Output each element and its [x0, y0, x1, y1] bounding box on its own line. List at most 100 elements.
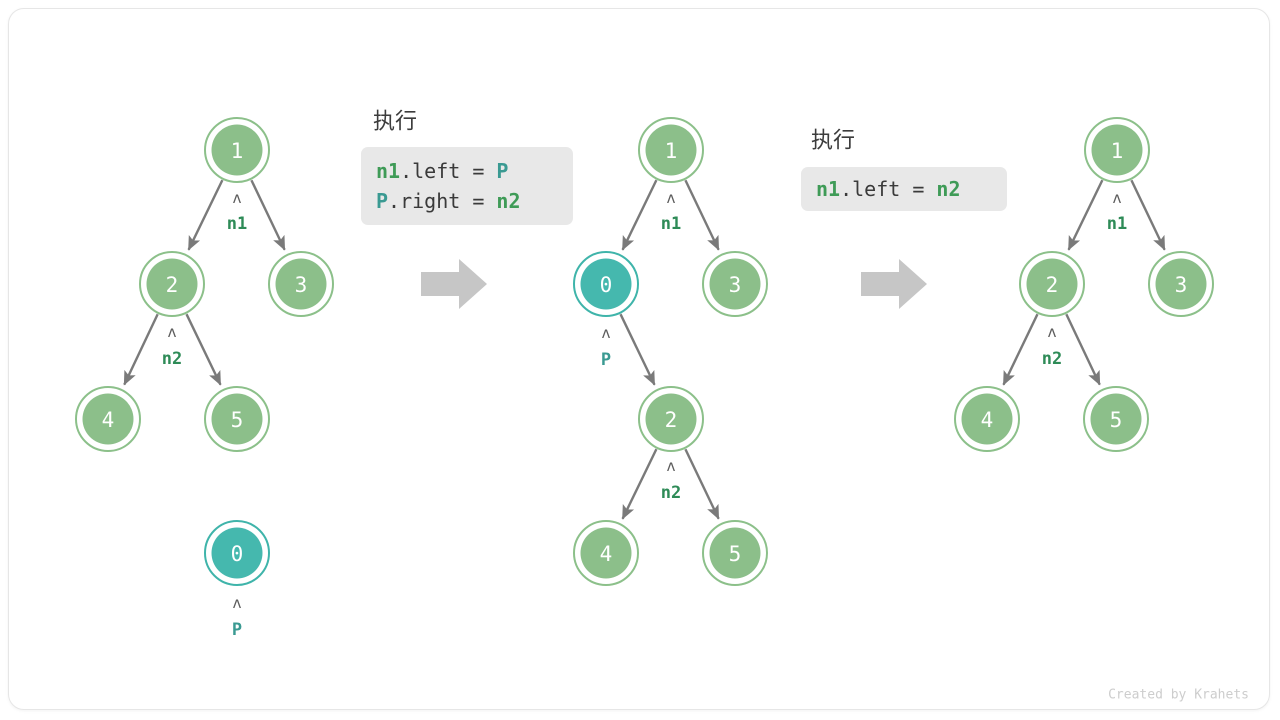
tree-edge: [1130, 179, 1166, 251]
tree-edge: [1002, 313, 1039, 386]
tree-node-2[interactable]: 2: [638, 386, 704, 452]
node-value: 4: [981, 408, 994, 432]
node-circle: [645, 393, 697, 445]
tree-node-0[interactable]: 0: [573, 251, 639, 317]
pointer-label-text: n2: [162, 349, 182, 369]
node-value: 5: [1110, 408, 1123, 432]
node-outer-ring: [204, 386, 270, 452]
tree-node-1[interactable]: 1: [1084, 117, 1150, 183]
tree-node-3[interactable]: 3: [1148, 251, 1214, 317]
tree-node-1[interactable]: 1: [638, 117, 704, 183]
node-value: 5: [729, 542, 742, 566]
pointer-p: ʌP: [601, 324, 611, 370]
node-value: 2: [1046, 273, 1059, 297]
step-transition-arrows-layer: [421, 259, 927, 309]
code-token: n2: [496, 189, 520, 213]
node-value: 2: [665, 408, 678, 432]
pointer-n2: ʌn2: [661, 457, 681, 503]
tree-edge: [185, 313, 222, 386]
node-outer-ring: [573, 520, 639, 586]
code-token: .left =: [840, 177, 936, 201]
caret-up-icon: ʌ: [666, 189, 675, 207]
node-circle: [709, 258, 761, 310]
code-token: P: [376, 189, 388, 213]
node-value: 1: [665, 139, 678, 163]
node-circle: [211, 527, 263, 579]
tree-node-2[interactable]: 2: [139, 251, 205, 317]
tree-node-5[interactable]: 5: [204, 386, 270, 452]
node-outer-ring: [139, 251, 205, 317]
node-circle: [1155, 258, 1207, 310]
pointer-label-text: n2: [661, 483, 681, 503]
pointer-label-text: n1: [227, 214, 247, 234]
tree-node-3[interactable]: 3: [702, 251, 768, 317]
tree-node-5[interactable]: 5: [1083, 386, 1149, 452]
caret-up-icon: ʌ: [601, 324, 610, 342]
caret-up-icon: ʌ: [232, 594, 241, 612]
pointer-n2: ʌ n2: [162, 323, 182, 369]
node-circle: [211, 124, 263, 176]
tree-node-0[interactable]: 0: [204, 520, 270, 586]
node-outer-ring: [954, 386, 1020, 452]
node-circle: [1026, 258, 1078, 310]
node-outer-ring: [702, 520, 768, 586]
tree-edge: [123, 313, 159, 386]
pointer-n2: ʌn2: [1042, 323, 1062, 369]
code-line: P.right = n2: [376, 189, 521, 213]
step-title: 执行: [373, 110, 417, 135]
tree-node-2[interactable]: 2: [1019, 251, 1085, 317]
pointer-n1: ʌn1: [1107, 189, 1127, 234]
step-arrow-1: [421, 259, 487, 309]
tree-edge: [684, 448, 720, 520]
tree-edge: [621, 179, 658, 251]
code-token: .left =: [400, 159, 496, 183]
node-circle: [211, 393, 263, 445]
code-line: n1.left = n2: [816, 177, 961, 201]
code-token: n2: [936, 177, 960, 201]
step-title: 执行: [811, 129, 855, 154]
code-token: .right =: [388, 189, 496, 213]
tree-node-1[interactable]: 1: [204, 117, 270, 183]
node-value: 3: [1175, 273, 1188, 297]
node-outer-ring: [1019, 251, 1085, 317]
tree-nodes-layer: 1 2 3 4 5 0 1 0 3 2 4 5 1 2 3 4 5: [75, 117, 1214, 586]
node-circle: [709, 527, 761, 579]
tree-edge: [250, 179, 286, 251]
node-value: 4: [102, 408, 115, 432]
caret-up-icon: ʌ: [232, 189, 241, 207]
pointer-n1: ʌ n1: [227, 189, 247, 234]
node-circle: [580, 258, 632, 310]
tree-node-4[interactable]: 4: [75, 386, 141, 452]
code-token: P: [496, 159, 508, 183]
tree-node-4[interactable]: 4: [954, 386, 1020, 452]
tree-edge: [621, 448, 658, 520]
caret-up-icon: ʌ: [167, 323, 176, 341]
tree-node-4[interactable]: 4: [573, 520, 639, 586]
tree-edge: [1065, 313, 1101, 386]
node-outer-ring: [1083, 386, 1149, 452]
node-outer-ring: [204, 117, 270, 183]
tree-edge: [684, 179, 720, 251]
node-outer-ring: [702, 251, 768, 317]
node-value: 0: [231, 542, 244, 566]
tree-edge: [187, 179, 224, 251]
tree-node-3[interactable]: 3: [268, 251, 334, 317]
node-circle: [275, 258, 327, 310]
code-line: n1.left = P: [376, 159, 508, 183]
node-value: 1: [1111, 139, 1124, 163]
node-circle: [580, 527, 632, 579]
node-circle: [1091, 124, 1143, 176]
code-token: n1: [816, 177, 840, 201]
node-outer-ring: [268, 251, 334, 317]
tree-node-5[interactable]: 5: [702, 520, 768, 586]
node-value: 3: [729, 273, 742, 297]
node-outer-ring: [75, 386, 141, 452]
pointer-p: ʌP: [232, 594, 242, 640]
node-value: 3: [295, 273, 308, 297]
node-outer-ring: [573, 251, 639, 317]
credit-text: Created by Krahets: [1108, 688, 1249, 703]
node-outer-ring: [638, 386, 704, 452]
step-arrow-2: [861, 259, 927, 309]
